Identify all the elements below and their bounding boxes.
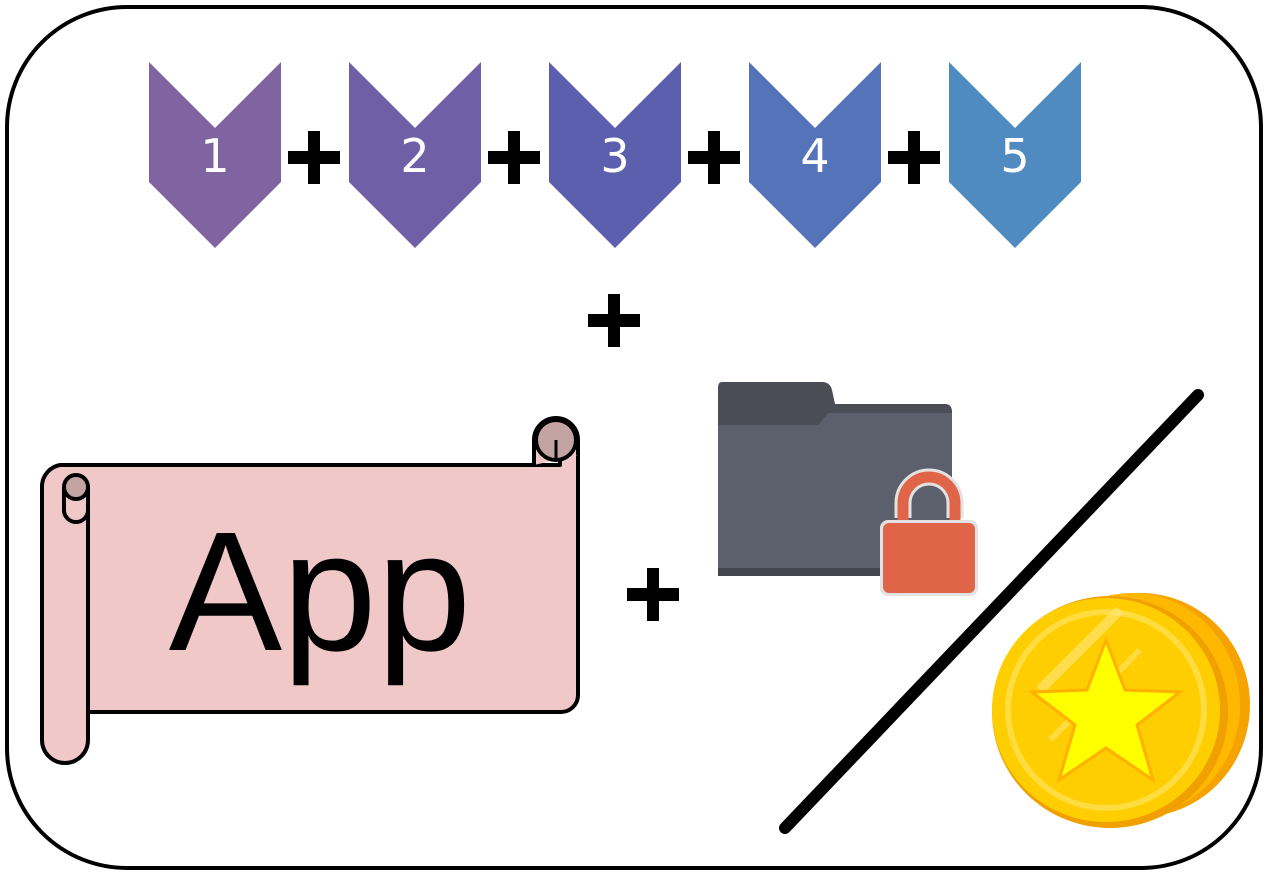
plus-icon-4 [888,131,940,184]
folder-lock-icon [718,382,978,596]
slash-divider [779,389,1204,834]
step-chevron-2: 2 [349,62,481,248]
plus-icon-1 [288,131,340,184]
step-chevron-3: 3 [549,62,681,248]
step-label-5: 5 [1000,129,1029,183]
star-coin-icon [992,593,1250,828]
plus-icon-2 [488,131,540,184]
plus-icon-5 [588,294,640,347]
step-label-3: 3 [600,129,629,183]
step-chevron-1: 1 [149,62,281,248]
step-label-1: 1 [200,129,229,183]
app-label: App [169,497,471,687]
step-chevron-5: 5 [949,62,1081,248]
app-scroll: App [40,416,580,765]
plus-icon-6 [627,568,679,621]
step-label-2: 2 [400,129,429,183]
plus-icon-3 [688,131,740,184]
step-chevron-4: 4 [749,62,881,248]
step-label-4: 4 [800,129,829,183]
